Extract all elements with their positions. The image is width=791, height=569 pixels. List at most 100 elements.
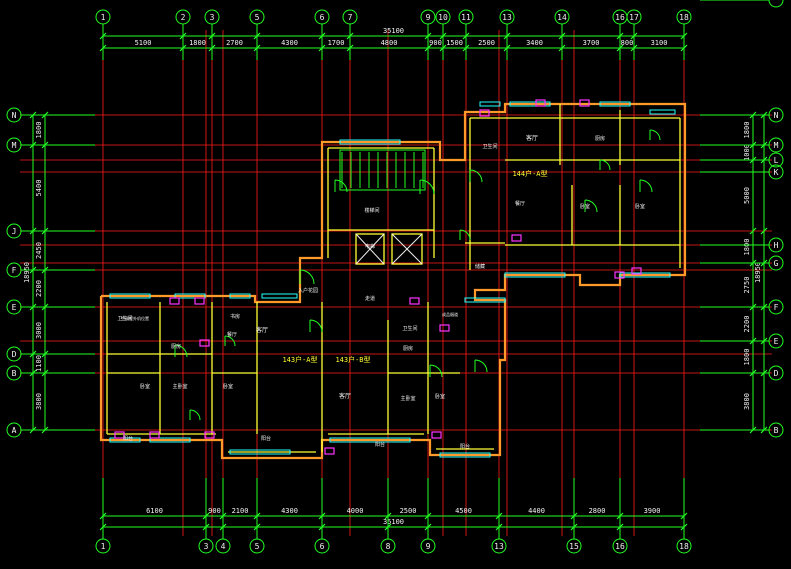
room-label: 入户花园 <box>298 287 318 294</box>
dimension-label: 2800 <box>589 507 606 515</box>
dimension-label: 900 <box>208 507 221 515</box>
room-label: 卧室 <box>580 203 590 210</box>
axis-bubble-label: E <box>774 337 779 346</box>
fixture <box>199 339 210 347</box>
window <box>149 437 191 443</box>
axis-bubble-label: 3 <box>210 13 215 22</box>
door-arc <box>429 364 443 378</box>
dimension-label: 4800 <box>381 39 398 47</box>
axis-bubble-label: 9 <box>426 542 431 551</box>
axis-bubble-label: J <box>12 227 17 236</box>
plan-details <box>109 99 676 458</box>
axis-bubble-label: F <box>774 303 779 312</box>
room-label: 卧室 <box>635 203 645 210</box>
room-label: 卧室 <box>435 393 445 400</box>
axis-bubble-label: 5 <box>255 13 260 22</box>
dimension-label: 3800 <box>743 393 751 410</box>
axis-bubble-label: 11 <box>461 13 471 22</box>
door-arc <box>599 159 611 171</box>
dimension-label: 1000 <box>743 144 751 161</box>
window <box>619 272 671 278</box>
dimension-label: 2500 <box>478 39 495 47</box>
room-label: 143户-A型 <box>282 355 317 364</box>
window <box>261 293 298 299</box>
dimension-label: 1800 <box>743 122 751 139</box>
fixture <box>204 431 215 439</box>
window <box>339 139 401 145</box>
dimension-label: 1800 <box>743 349 751 366</box>
axis-bubble-label: F <box>12 266 17 275</box>
room-label: 144户-A型 <box>512 169 547 178</box>
door-arc <box>224 335 236 347</box>
door-arc <box>299 269 315 285</box>
room-label: 卫生间 <box>482 143 497 150</box>
room-label: 楼梯间 <box>364 207 379 214</box>
dimension-label: 1100 <box>35 355 43 372</box>
dimension-label: 1700 <box>328 39 345 47</box>
elevator-shaft <box>391 233 423 265</box>
room-label: 厨房 <box>403 345 413 352</box>
room-label: 走道 <box>365 295 375 302</box>
axis-bubble-label: D <box>12 350 17 359</box>
axis-bubble-label: 18 <box>679 542 689 551</box>
room-label: 成品烟道 <box>442 311 458 317</box>
room-label: 空调室外机位置 <box>121 315 149 321</box>
dimension-label: 1800 <box>189 39 206 47</box>
window <box>174 293 206 299</box>
dimension-tick <box>749 227 757 235</box>
axis-bubble-label: 5 <box>255 542 260 551</box>
dimension-label: 4300 <box>281 39 298 47</box>
dimension-total-label: 18950 <box>23 262 31 283</box>
room-label: 卧室 <box>140 383 150 390</box>
window <box>229 449 291 455</box>
dimension-label: 1800 <box>35 122 43 139</box>
axis-bubble-label: D <box>774 369 779 378</box>
window <box>229 293 251 299</box>
axis-bubble-label: 16 <box>615 13 625 22</box>
door-arc <box>334 179 348 193</box>
dimension-label: 3400 <box>526 39 543 47</box>
dimension-label: 900 <box>429 39 442 47</box>
room-label: 书房 <box>230 313 240 320</box>
dimension-total-label: 18950 <box>754 262 762 283</box>
dimension-label: 1500 <box>446 39 463 47</box>
door-arc <box>174 344 188 358</box>
door-arc <box>649 129 661 141</box>
dimension-label: 3700 <box>583 39 600 47</box>
axis-bubble-label: 3 <box>204 542 209 551</box>
fixture <box>114 431 125 439</box>
fixture <box>479 109 490 117</box>
axis-bubble <box>768 0 784 8</box>
dimension-label: 5400 <box>35 180 43 197</box>
building-walls <box>99 102 687 460</box>
axis-bubble-label: E <box>12 303 17 312</box>
axis-bubble-label: 15 <box>569 542 579 551</box>
outer-wall <box>101 102 687 438</box>
dimension-label: 2500 <box>400 507 417 515</box>
window <box>464 297 506 303</box>
dimension-label: 3000 <box>35 322 43 339</box>
room-label: 客厅 <box>339 392 351 400</box>
elevator-cross <box>391 233 423 265</box>
window <box>439 452 491 458</box>
axis-bubble-label: 1 <box>101 13 106 22</box>
dimension-label: 3800 <box>35 393 43 410</box>
axis-bubble-label: 17 <box>629 13 639 22</box>
fixture <box>535 99 546 107</box>
axis-bubble-label: M <box>12 141 17 150</box>
fixture <box>431 431 442 439</box>
dimension-total-label: 35100 <box>383 518 404 526</box>
room-label: 阳台 <box>460 443 470 450</box>
axis-bubble-label: K <box>774 168 779 177</box>
elevator-shaft <box>355 233 385 265</box>
fixture <box>194 297 205 305</box>
fixture <box>579 99 590 107</box>
dimension-label: 4000 <box>347 507 364 515</box>
axis-bubble-label: 13 <box>494 542 504 551</box>
dimension-label: 3900 <box>644 507 661 515</box>
dimension-label: 2450 <box>35 242 43 259</box>
dimension-label: 2200 <box>743 316 751 333</box>
dimension-label: 3100 <box>651 39 668 47</box>
